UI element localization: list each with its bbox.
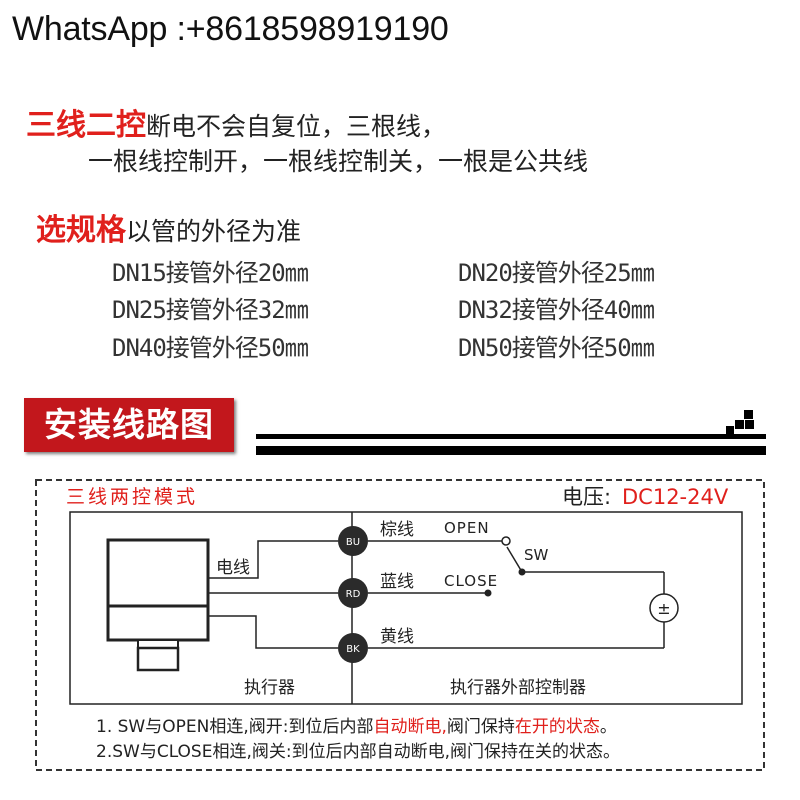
battery-symbol: ± [657, 599, 670, 618]
battery-icon [649, 593, 679, 623]
intro-line-2: 一根线控制开，一根线控制关，一根是公共线 [88, 147, 589, 176]
wire-color-yellow: 黄线 [380, 627, 414, 647]
banner-decoration [726, 410, 754, 434]
mode-title: 三线两控模式 [66, 486, 198, 508]
close-label: CLOSE [444, 572, 498, 590]
open-contact [501, 536, 511, 546]
note-open-end: 。 [599, 717, 617, 737]
terminal-label: BU [346, 537, 360, 548]
terminal-label: RD [346, 589, 361, 600]
note-open-text-2: 阀门保持 [446, 717, 515, 737]
note-close: 2.SW与CLOSE相连,阀关:到位后内部自动断电,阀门保持在关的状态。 [96, 742, 621, 762]
intro-highlight: 三线二控 [26, 108, 146, 143]
banner-divider [256, 434, 766, 439]
note-open-state: 在开的状态 [514, 717, 600, 737]
intro-line-1-text: 断电不会自复位，三根线， [146, 112, 447, 141]
terminal-rd: RD [338, 578, 368, 608]
close-contact [484, 589, 492, 597]
note-open: 1. SW与OPEN相连,阀开:到位后内部自动断电,阀门保持在开的状态。 [96, 712, 617, 737]
wires [208, 540, 665, 649]
note-open-text: 1. SW与OPEN相连,阀开:到位后内部 [96, 717, 374, 737]
controller-label: 执行器外部控制器 [450, 678, 586, 698]
actuator-label: 执行器 [244, 678, 295, 698]
terminal-label: BK [346, 644, 360, 655]
banner-divider-thick [256, 446, 766, 455]
switch-label: SW [524, 546, 549, 564]
spec-item: DN25接管外径32㎜ [112, 296, 309, 324]
wire-color-brown: 棕线 [380, 520, 414, 540]
spec-item: DN20接管外径25㎜ [458, 259, 655, 287]
note-open-highlight: 自动断电, [373, 717, 447, 737]
spec-item: DN50接管外径50㎜ [458, 334, 655, 362]
inner-frame [69, 511, 743, 705]
select-heading: 选规格以管的外径为准 [36, 205, 301, 249]
spec-item: DN32接管外径40㎜ [458, 296, 655, 324]
wire-label: 电线 [216, 558, 250, 578]
wiring-diagram-banner: 安装线路图 [24, 398, 234, 452]
terminal-bu: BU [338, 526, 368, 556]
voltage-value: DC12-24V [622, 485, 729, 509]
spec-item: DN40接管外径50㎜ [112, 334, 309, 362]
spec-item: DN15接管外径20㎜ [112, 259, 309, 287]
intro-line-1: 三线二控断电不会自复位，三根线， [26, 100, 446, 144]
select-heading-text: 以管的外径为准 [126, 217, 302, 246]
switch-pivot [518, 568, 526, 576]
open-label: OPEN [444, 519, 490, 537]
actuator-icon [106, 538, 210, 672]
select-highlight: 选规格 [36, 213, 126, 248]
terminal-bk: BK [338, 633, 368, 663]
voltage-label: 电压: [562, 485, 611, 509]
dashed-frame [35, 479, 765, 771]
wire-color-blue: 蓝线 [380, 572, 414, 592]
contact-whatsapp: WhatsApp :+8618598919190 [12, 10, 449, 48]
